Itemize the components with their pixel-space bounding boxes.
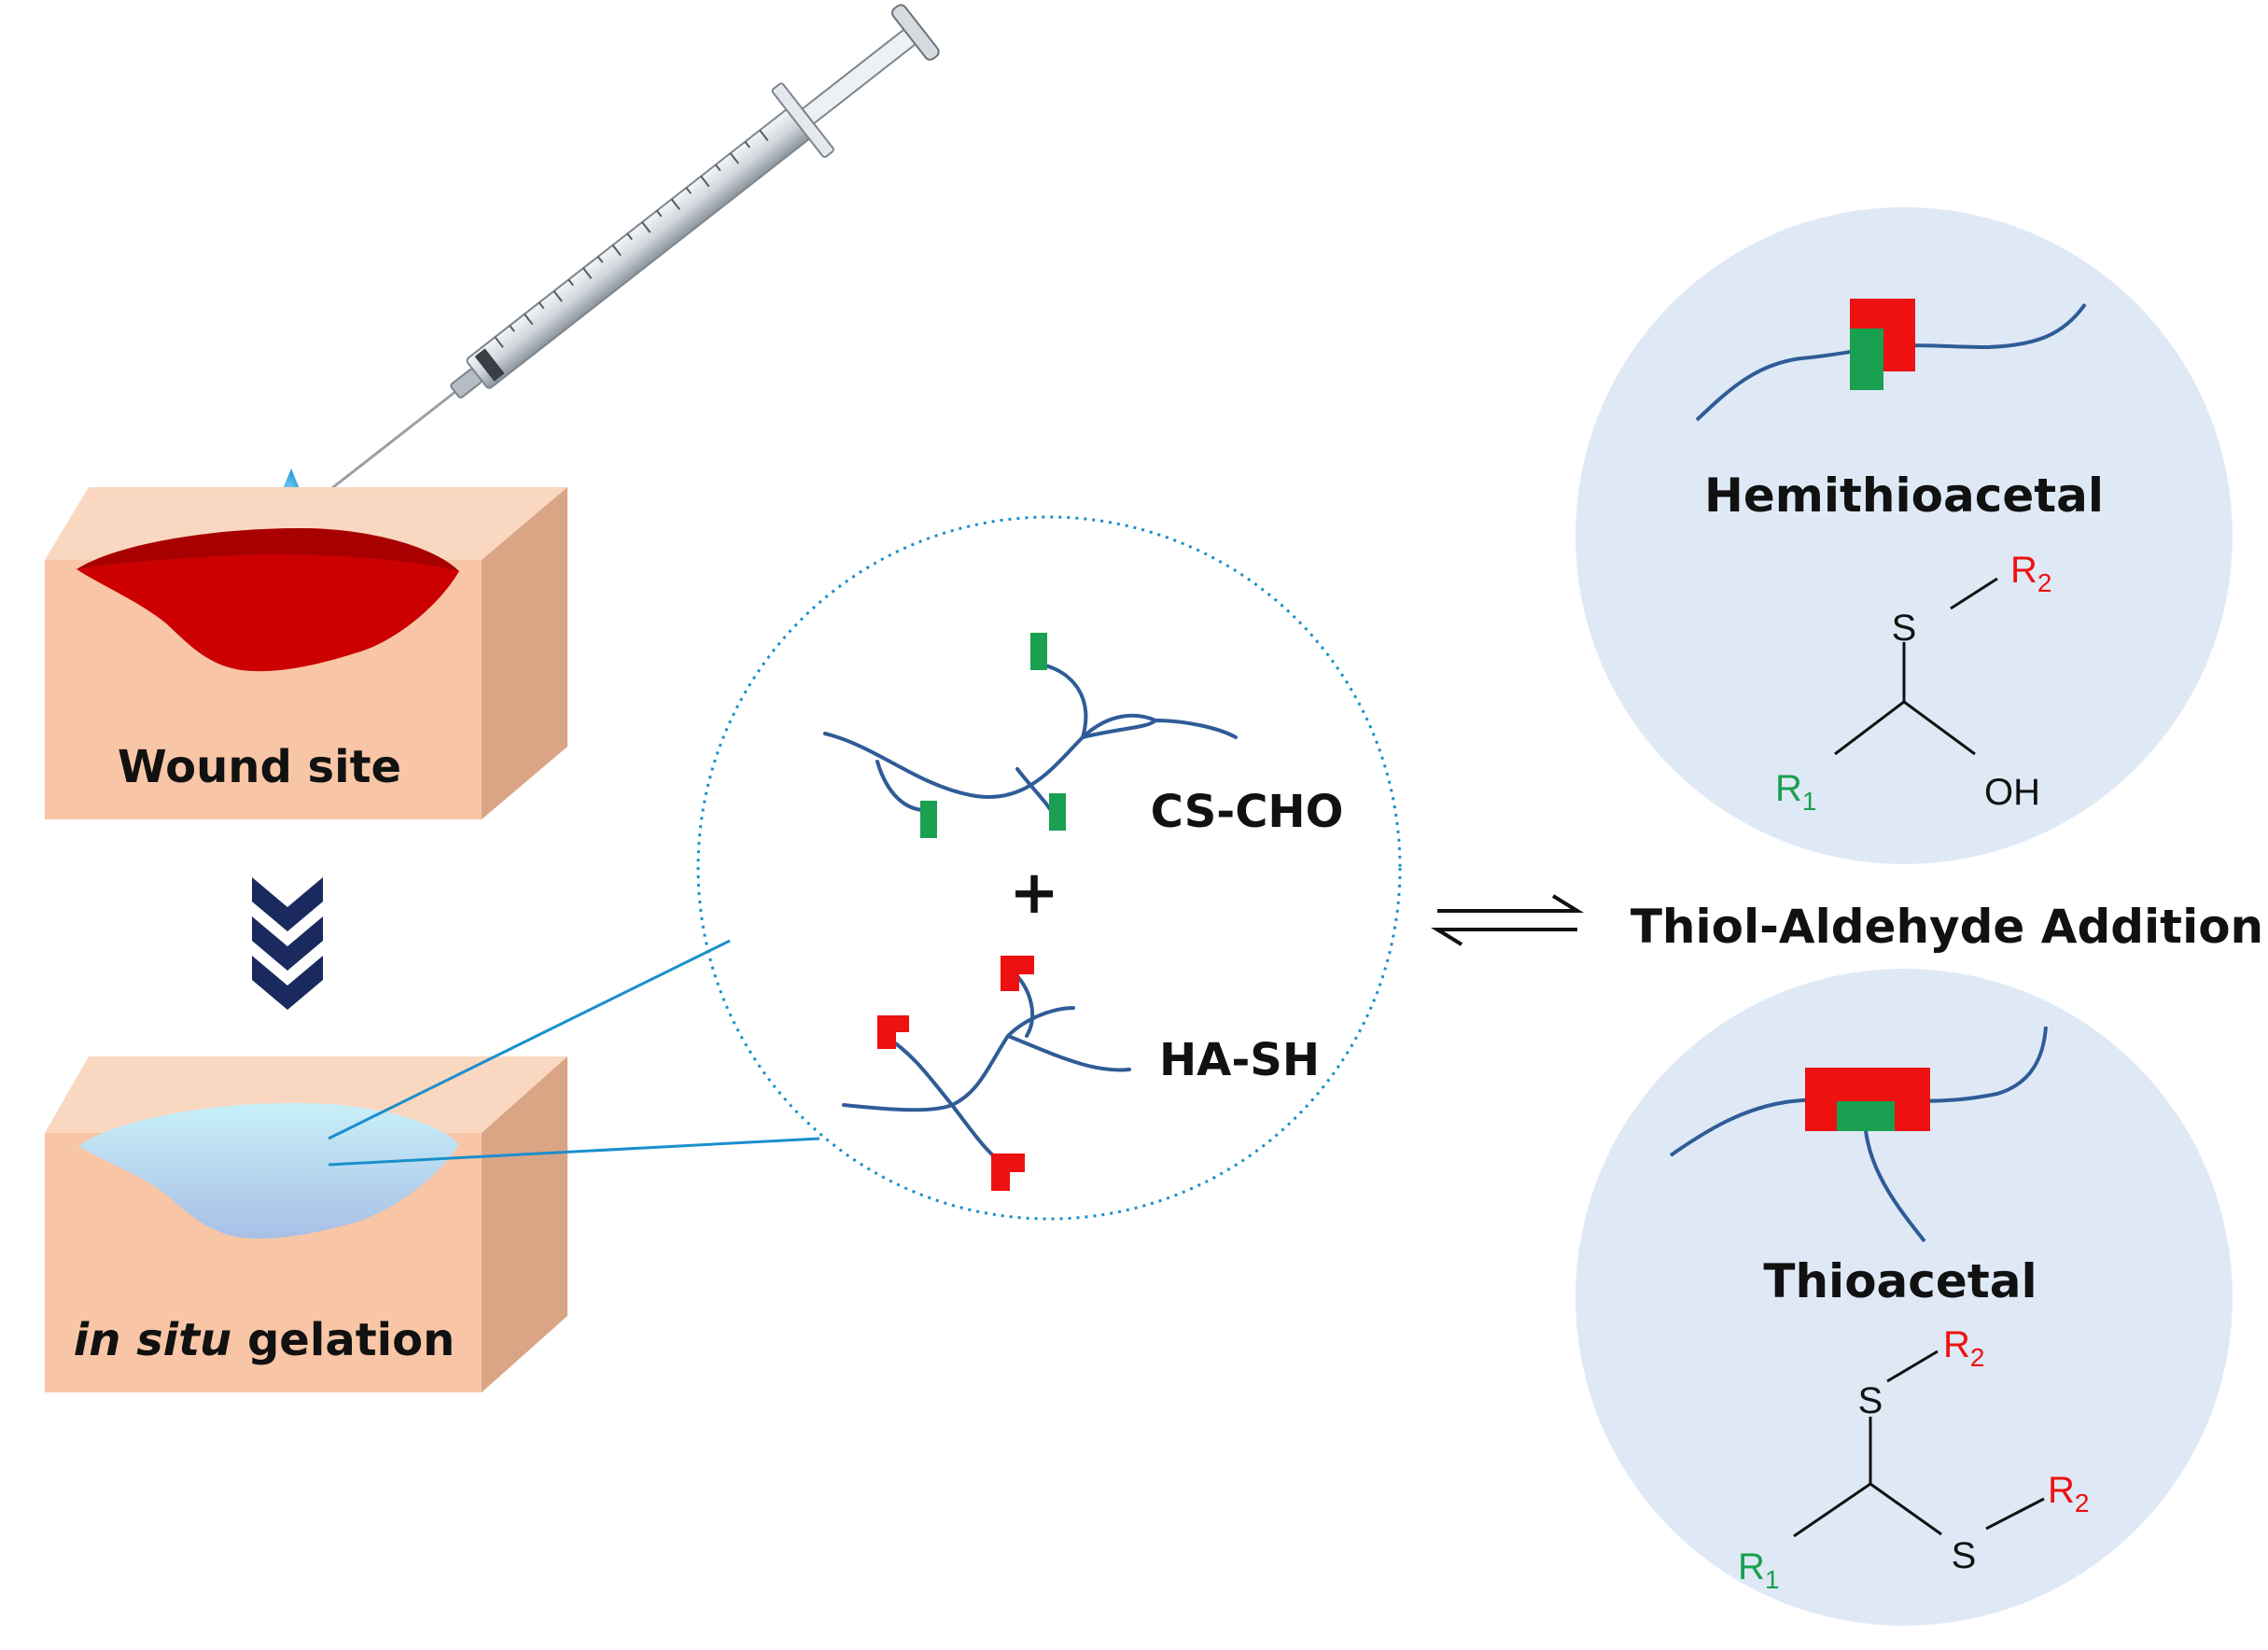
cs-cho-label: CS-CHO <box>1151 786 1344 838</box>
plus-sign: + <box>1009 859 1059 928</box>
sulfur-atom: S <box>1892 608 1917 649</box>
hemithioacetal-structure: S R2 R1 OH <box>1775 550 2051 816</box>
r2-group: R2 <box>2010 550 2051 597</box>
ha-sh-polymer <box>842 969 1131 1168</box>
gel-fill <box>78 1102 459 1239</box>
wound-tissue-block: Wound site <box>45 487 567 819</box>
aldehyde-block <box>1850 329 1883 390</box>
wound-cavity <box>77 527 459 672</box>
gelation-label: in situ gelation <box>74 1314 455 1366</box>
gel-tissue-block: in situ gelation <box>45 1056 567 1392</box>
thiol-group <box>877 956 1034 1191</box>
thioacetal-branch <box>1863 1119 1926 1243</box>
aldehyde-block <box>1837 1101 1895 1131</box>
r2-group: R2 <box>2048 1470 2089 1517</box>
hemithioacetal-label: Hemithioacetal <box>1704 468 2104 523</box>
wound-site-label: Wound site <box>118 741 401 793</box>
r2-group: R2 <box>1943 1324 1984 1372</box>
hemithioacetal-circle <box>1575 207 2233 864</box>
sulfur-atom: S <box>1858 1380 1883 1421</box>
sulfur-atom: S <box>1952 1535 1977 1576</box>
r1-group: R1 <box>1775 768 1816 816</box>
thioacetal-label: Thioacetal <box>1763 1254 2037 1308</box>
aldehyde-group <box>920 633 1066 838</box>
hydroxyl-group: OH <box>1984 772 2040 813</box>
polymer-zoom-circle <box>696 515 1402 1221</box>
thioacetal-circle <box>1575 969 2233 1626</box>
reaction-label: Thiol-Aldehyde Addition <box>1631 900 2263 954</box>
r1-group: R1 <box>1738 1546 1779 1594</box>
down-chevrons-icon <box>252 877 323 1010</box>
zoom-leader-line <box>328 939 731 1140</box>
ha-sh-label: HA-SH <box>1159 1034 1320 1086</box>
equilibrium-arrows-icon <box>1430 894 1585 946</box>
zoom-leader-line <box>328 1137 820 1167</box>
thioacetal-structure: S R2 R1 S R2 <box>1738 1324 2089 1594</box>
syringe-icon <box>307 4 940 509</box>
